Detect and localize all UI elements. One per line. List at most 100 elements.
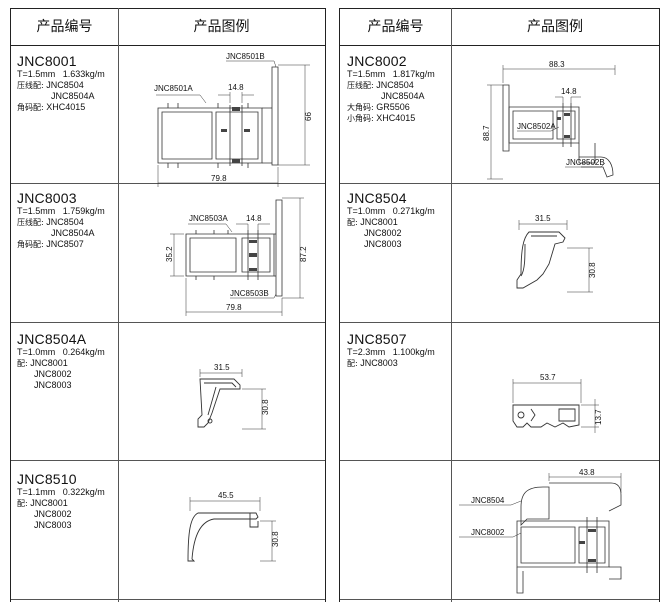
product-entry: JNC8001 T=1.5mm 1.633kg/m 压线配: JNC8504 J… — [17, 54, 105, 113]
row-divider — [340, 183, 659, 184]
dimension-label: 79.8 — [226, 303, 242, 312]
fit-value: JNC8002 — [34, 369, 72, 379]
product-entry: JNC8510 T=1.1mm 0.322kg/m 配: JNC8001 JNC… — [17, 472, 105, 531]
fit-value: JNC8507 — [46, 239, 84, 249]
fit-label: 小角码: — [347, 114, 374, 123]
part-label: JNC8002 — [471, 528, 505, 537]
header-product-code: 产品编号 — [367, 19, 424, 35]
dimension-label: 14.8 — [246, 214, 262, 223]
product-entry: JNC8003 T=1.5mm 1.759kg/m 压线配: JNC8504 J… — [17, 191, 105, 250]
dimension-label: 87.2 — [299, 246, 308, 262]
fit-value: JNC8001 — [360, 217, 398, 227]
fit-label: 压线配: — [17, 81, 44, 90]
profile-drawing-jnc8510: 45.5 30.8 — [187, 491, 280, 562]
fit-value: JNC8001 — [30, 498, 68, 508]
row-divider — [340, 599, 659, 600]
column-divider — [451, 8, 452, 602]
row-divider — [340, 322, 659, 323]
table-header: 产品编号 产品图例 — [340, 8, 659, 46]
profile-drawing-assembly: 43.8 JNC8504 JNC8002 — [459, 468, 622, 594]
product-code: JNC8001 — [17, 53, 77, 69]
dimension-label: 53.7 — [540, 373, 556, 382]
dimension-label: 79.8 — [211, 174, 227, 183]
fit-value: JNC8504A — [381, 91, 425, 101]
dimension-label: 66 — [304, 112, 313, 121]
dimension-label: 31.5 — [214, 363, 230, 372]
fit-label: 大角码: — [347, 103, 374, 112]
dimension-label: 43.8 — [579, 468, 595, 477]
row-divider — [340, 460, 659, 461]
row-divider — [11, 322, 325, 323]
part-label: JNC8502B — [566, 158, 605, 167]
product-code: JNC8002 — [347, 53, 407, 69]
row-divider — [11, 183, 325, 184]
part-label: JNC8504 — [471, 496, 505, 505]
product-entry: JNC8504 T=1.0mm 0.271kg/m 配: JNC8001 JNC… — [347, 191, 435, 250]
product-code: JNC8003 — [17, 190, 77, 206]
fit-label: 角码配: — [17, 103, 44, 112]
product-entry: JNC8002 T=1.5mm 1.817kg/m 压线配: JNC8504 J… — [347, 54, 435, 124]
fit-value: XHC4015 — [376, 113, 416, 123]
fit-value: JNC8003 — [34, 380, 72, 390]
product-spec: T=1.5mm 1.633kg/m — [17, 69, 105, 79]
product-spec: T=1.5mm 1.817kg/m — [347, 69, 435, 79]
fit-value: JNC8003 — [34, 520, 72, 530]
row-divider — [11, 460, 325, 461]
profile-drawing-jnc8001: JNC8501B JNC8501A 14.8 79.8 66 — [154, 52, 313, 187]
product-spec: T=1.0mm 0.264kg/m — [17, 347, 105, 357]
fit-label: 配: — [347, 218, 358, 227]
fit-label: 配: — [17, 359, 28, 368]
dimension-label: 30.8 — [271, 531, 280, 547]
column-divider — [118, 8, 119, 602]
dimension-label: 88.3 — [549, 60, 565, 69]
dimension-label: 35.2 — [165, 246, 174, 262]
product-spec: T=1.0mm 0.271kg/m — [347, 206, 435, 216]
part-label: JNC8502A — [517, 122, 556, 131]
fit-label: 压线配: — [347, 81, 374, 90]
fit-label: 角码配: — [17, 240, 44, 249]
fit-label: 压线配: — [17, 218, 44, 227]
fit-value: JNC8504A — [51, 228, 95, 238]
dimension-label: 31.5 — [535, 214, 551, 223]
fit-label: 配: — [347, 359, 358, 368]
fit-value: JNC8002 — [364, 228, 402, 238]
dimension-label: 30.8 — [261, 399, 270, 415]
fit-value: JNC8504 — [376, 80, 414, 90]
fit-value: JNC8504 — [46, 80, 84, 90]
dimension-label: 14.8 — [228, 83, 244, 92]
fit-label: 配: — [17, 499, 28, 508]
header-product-drawing: 产品图例 — [527, 19, 583, 35]
part-label: JNC8501B — [226, 52, 265, 61]
fit-value: JNC8504A — [51, 91, 95, 101]
dimension-label: 45.5 — [218, 491, 234, 500]
row-divider — [11, 599, 325, 600]
header-product-drawing: 产品图例 — [193, 19, 250, 35]
part-label: JNC8503A — [189, 214, 228, 223]
dimension-label: 14.8 — [561, 87, 577, 96]
fit-value: JNC8504 — [46, 217, 84, 227]
product-code: JNC8504 — [347, 190, 407, 206]
part-label: JNC8503B — [230, 289, 269, 298]
dimension-label: 88.7 — [482, 125, 491, 141]
fit-value: JNC8003 — [364, 239, 402, 249]
product-spec: T=2.3mm 1.100kg/m — [347, 347, 435, 357]
profile-drawing-jnc8507: 53.7 13.7 — [512, 373, 603, 433]
profile-drawing-jnc8003: JNC8503A 14.8 35.2 87.2 JNC8503B 79.8 — [165, 197, 308, 316]
product-code: JNC8504A — [17, 331, 87, 347]
fit-value: JNC8002 — [34, 509, 72, 519]
table-header: 产品编号 产品图例 — [11, 8, 325, 46]
product-spec: T=1.5mm 1.759kg/m — [17, 206, 105, 216]
dimension-label: 30.8 — [588, 262, 597, 278]
dimension-label: 13.7 — [594, 409, 603, 425]
product-entry: JNC8507 T=2.3mm 1.100kg/m 配: JNC8003 — [347, 332, 435, 369]
left-table: 产品编号 产品图例 JNC8001 T=1.5mm 1.633kg/m 压线配:… — [10, 8, 326, 602]
fit-value: JNC8003 — [360, 358, 398, 368]
profile-drawing-jnc8504: 31.5 30.8 — [516, 214, 597, 293]
profile-drawing-jnc8002: 88.3 14.8 88.7 JNC8502A JNC8502B — [482, 60, 616, 180]
product-spec: T=1.1mm 0.322kg/m — [17, 487, 105, 497]
fit-value: GR5506 — [376, 102, 410, 112]
part-label: JNC8501A — [154, 84, 193, 93]
fit-value: JNC8001 — [30, 358, 68, 368]
profile-drawing-jnc8504a: 31.5 30.8 — [197, 363, 270, 430]
right-table: 产品编号 产品图例 JNC8002 T=1.5mm 1.817kg/m 压线配:… — [339, 8, 660, 602]
